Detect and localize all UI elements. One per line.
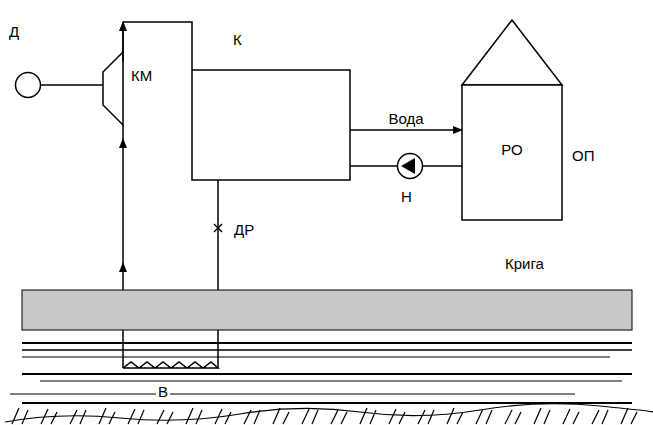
seabed	[5, 404, 653, 422]
node-label: Н	[401, 189, 412, 204]
pipe-connector	[423, 165, 462, 167]
throttle-symbol	[214, 224, 222, 232]
seabed-hatching	[12, 408, 637, 424]
node-outline	[103, 52, 123, 125]
pipe-connector	[350, 129, 462, 131]
part-label: В	[156, 384, 170, 399]
pipe-connector	[350, 165, 397, 167]
part-label: ДР	[232, 222, 256, 237]
node-label: Д	[9, 24, 19, 39]
flow-arrow	[119, 262, 127, 272]
condenser-box: К	[123, 22, 350, 180]
ice-band	[22, 290, 632, 330]
part-label: Крига	[503, 256, 546, 271]
suction-pipe	[122, 125, 124, 368]
return-pipe	[217, 180, 219, 368]
node-outline	[15, 72, 41, 98]
edge-label: Вода	[386, 111, 425, 126]
node-label: К	[233, 32, 242, 47]
motor-circle: Д	[15, 72, 41, 98]
pipe-connector	[41, 84, 103, 86]
heated-house: РООП	[462, 18, 562, 220]
pump-symbol: Н	[397, 153, 423, 179]
node-label: РО	[501, 142, 522, 157]
evaporator-coil	[123, 362, 218, 368]
water-layers	[10, 343, 632, 403]
node-label: КМ	[131, 68, 152, 83]
throttle-symbol	[214, 224, 222, 232]
flow-arrow	[119, 138, 127, 148]
compressor-symbol: КМ	[103, 52, 123, 125]
node-label: ОП	[572, 148, 594, 163]
node-outline	[397, 153, 423, 179]
node-outline	[462, 18, 562, 220]
